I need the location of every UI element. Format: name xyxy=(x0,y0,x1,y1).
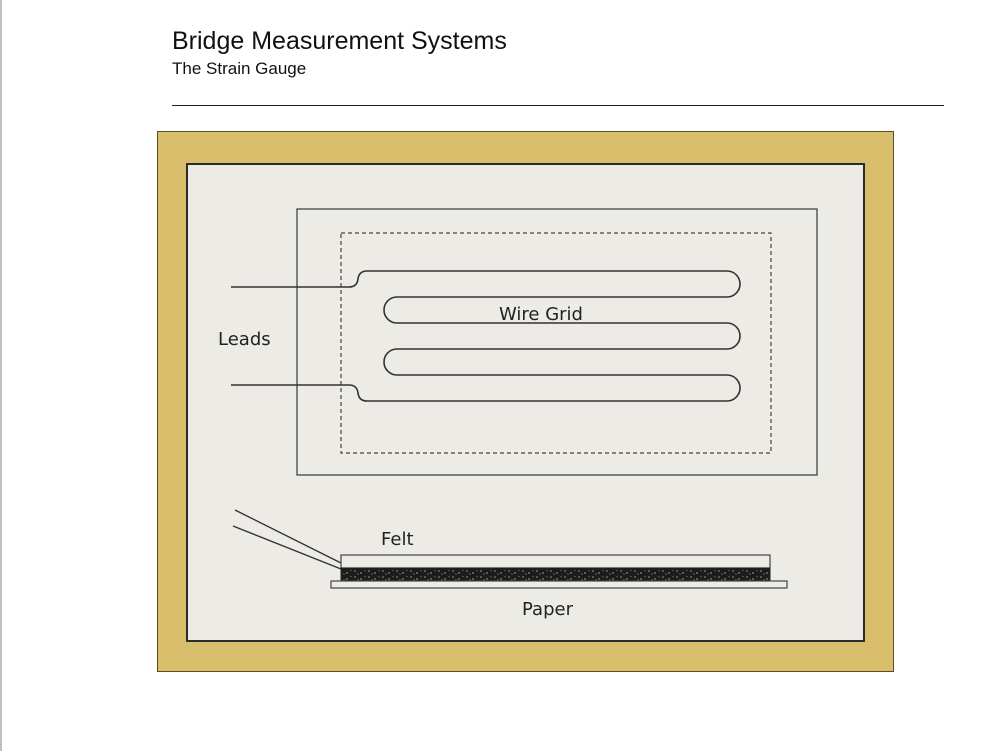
wire-grid xyxy=(231,270,741,402)
felt-layer xyxy=(340,567,771,582)
wire-grid-label: Wire Grid xyxy=(499,304,583,325)
paper-label: Paper xyxy=(522,599,574,620)
header-divider xyxy=(172,105,944,106)
paper-layer xyxy=(330,580,788,589)
felt-lead-lower xyxy=(232,525,342,570)
felt-label: Felt xyxy=(381,529,414,550)
page-left-border xyxy=(0,0,2,751)
slide-header: Bridge Measurement Systems The Strain Ga… xyxy=(172,26,507,80)
page-subtitle: The Strain Gauge xyxy=(172,59,307,78)
strain-gauge-figure: Leads Wire Grid Felt Paper xyxy=(157,131,894,672)
gauge-backing-outline xyxy=(296,208,818,476)
top-layer xyxy=(340,554,771,569)
grid-dashed-boundary xyxy=(340,232,772,454)
felt-lead-upper xyxy=(234,509,342,564)
strain-gauge-diagram: Leads Wire Grid Felt Paper xyxy=(157,131,894,672)
page-title: Bridge Measurement Systems xyxy=(172,27,507,55)
leads-label: Leads xyxy=(218,329,271,350)
